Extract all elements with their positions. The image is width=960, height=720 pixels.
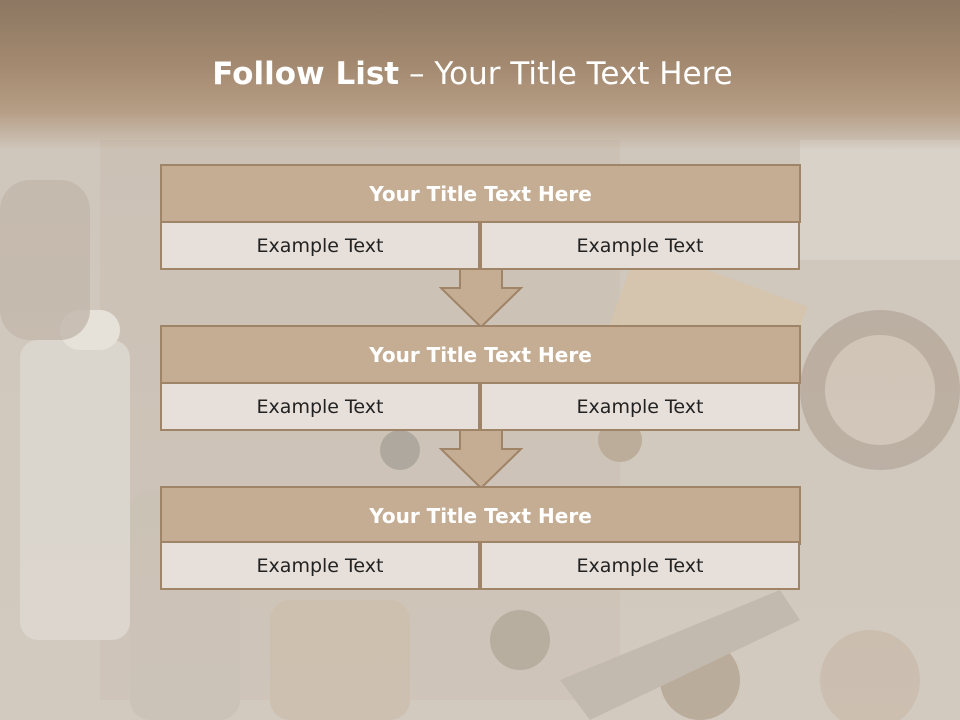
slide-title-bold: Follow List xyxy=(212,56,400,92)
step-right-text[interactable]: Example Text xyxy=(480,382,800,431)
header-band xyxy=(0,0,960,150)
slide-title: Follow List – Your Title Text Here xyxy=(0,56,945,92)
step-title[interactable]: Your Title Text Here xyxy=(160,486,801,545)
step-right-text[interactable]: Example Text xyxy=(480,541,800,590)
down-arrow-icon xyxy=(438,429,524,489)
step-left-text[interactable]: Example Text xyxy=(160,541,480,590)
step-title[interactable]: Your Title Text Here xyxy=(160,325,801,384)
step-left-text[interactable]: Example Text xyxy=(160,382,480,431)
step-right-text[interactable]: Example Text xyxy=(480,221,800,270)
down-arrow-icon xyxy=(438,268,524,328)
step-title[interactable]: Your Title Text Here xyxy=(160,164,801,223)
slide-title-rest: – Your Title Text Here xyxy=(399,56,733,92)
step-left-text[interactable]: Example Text xyxy=(160,221,480,270)
